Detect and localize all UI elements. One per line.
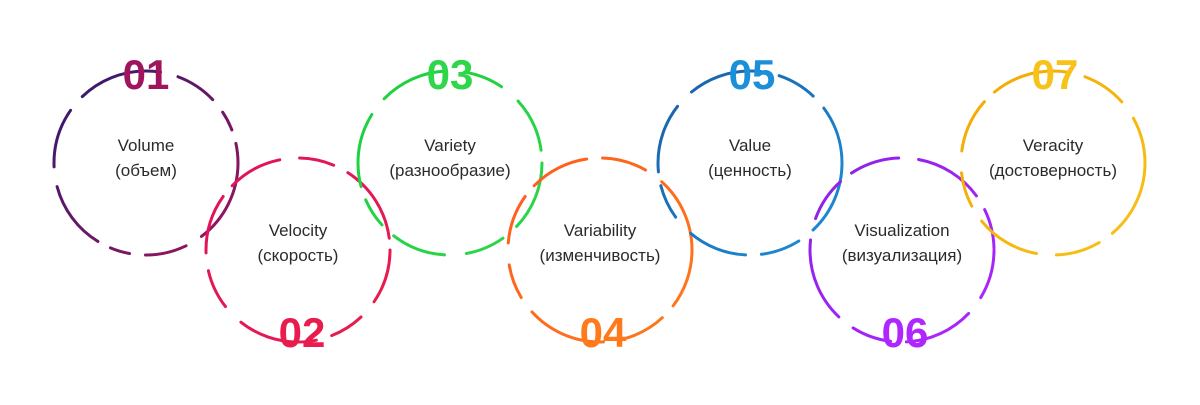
- step-03-ring: [356, 69, 544, 257]
- step-04-subtitle: (изменчивость): [540, 246, 661, 265]
- step-03: 03 Variety (разнообразие): [356, 51, 544, 257]
- step-05-subtitle: (ценность): [708, 161, 792, 180]
- step-01-number: 01: [123, 51, 170, 98]
- step-07-subtitle: (достоверность): [989, 161, 1117, 180]
- step-01-ring: [52, 69, 240, 257]
- step-05-number: 05: [729, 51, 776, 98]
- step-07: 07 Veracity (достоверность): [959, 51, 1147, 257]
- step-01-title: Volume: [118, 136, 175, 155]
- step-06-ring: [808, 156, 996, 344]
- step-03-title: Variety: [424, 136, 476, 155]
- step-02-ring: [204, 156, 392, 344]
- step-04-ring: [506, 156, 694, 344]
- step-03-number: 03: [427, 51, 474, 98]
- step-02-title: Velocity: [269, 221, 328, 240]
- step-01: 01 Volume (объем): [52, 51, 240, 257]
- step-01-subtitle: (объем): [115, 161, 177, 180]
- step-02-number: 02: [279, 309, 326, 356]
- step-06-subtitle: (визуализация): [842, 246, 962, 265]
- step-07-number: 07: [1032, 51, 1079, 98]
- step-05-ring: [656, 69, 844, 257]
- step-07-ring: [959, 69, 1147, 257]
- step-07-title: Veracity: [1023, 136, 1084, 155]
- step-04-title: Variability: [564, 221, 637, 240]
- step-06-title: Visualization: [854, 221, 949, 240]
- step-06-number: 06: [882, 309, 929, 356]
- step-02-subtitle: (скорость): [258, 246, 339, 265]
- step-05: 05 Value (ценность): [656, 51, 844, 257]
- step-04-number: 04: [580, 309, 627, 356]
- step-03-subtitle: (разнообразие): [389, 161, 510, 180]
- step-02: 02 Velocity (скорость): [204, 156, 392, 356]
- step-06: 06 Visualization (визуализация): [808, 156, 996, 356]
- step-05-title: Value: [729, 136, 771, 155]
- step-04: 04 Variability (изменчивость): [506, 156, 694, 356]
